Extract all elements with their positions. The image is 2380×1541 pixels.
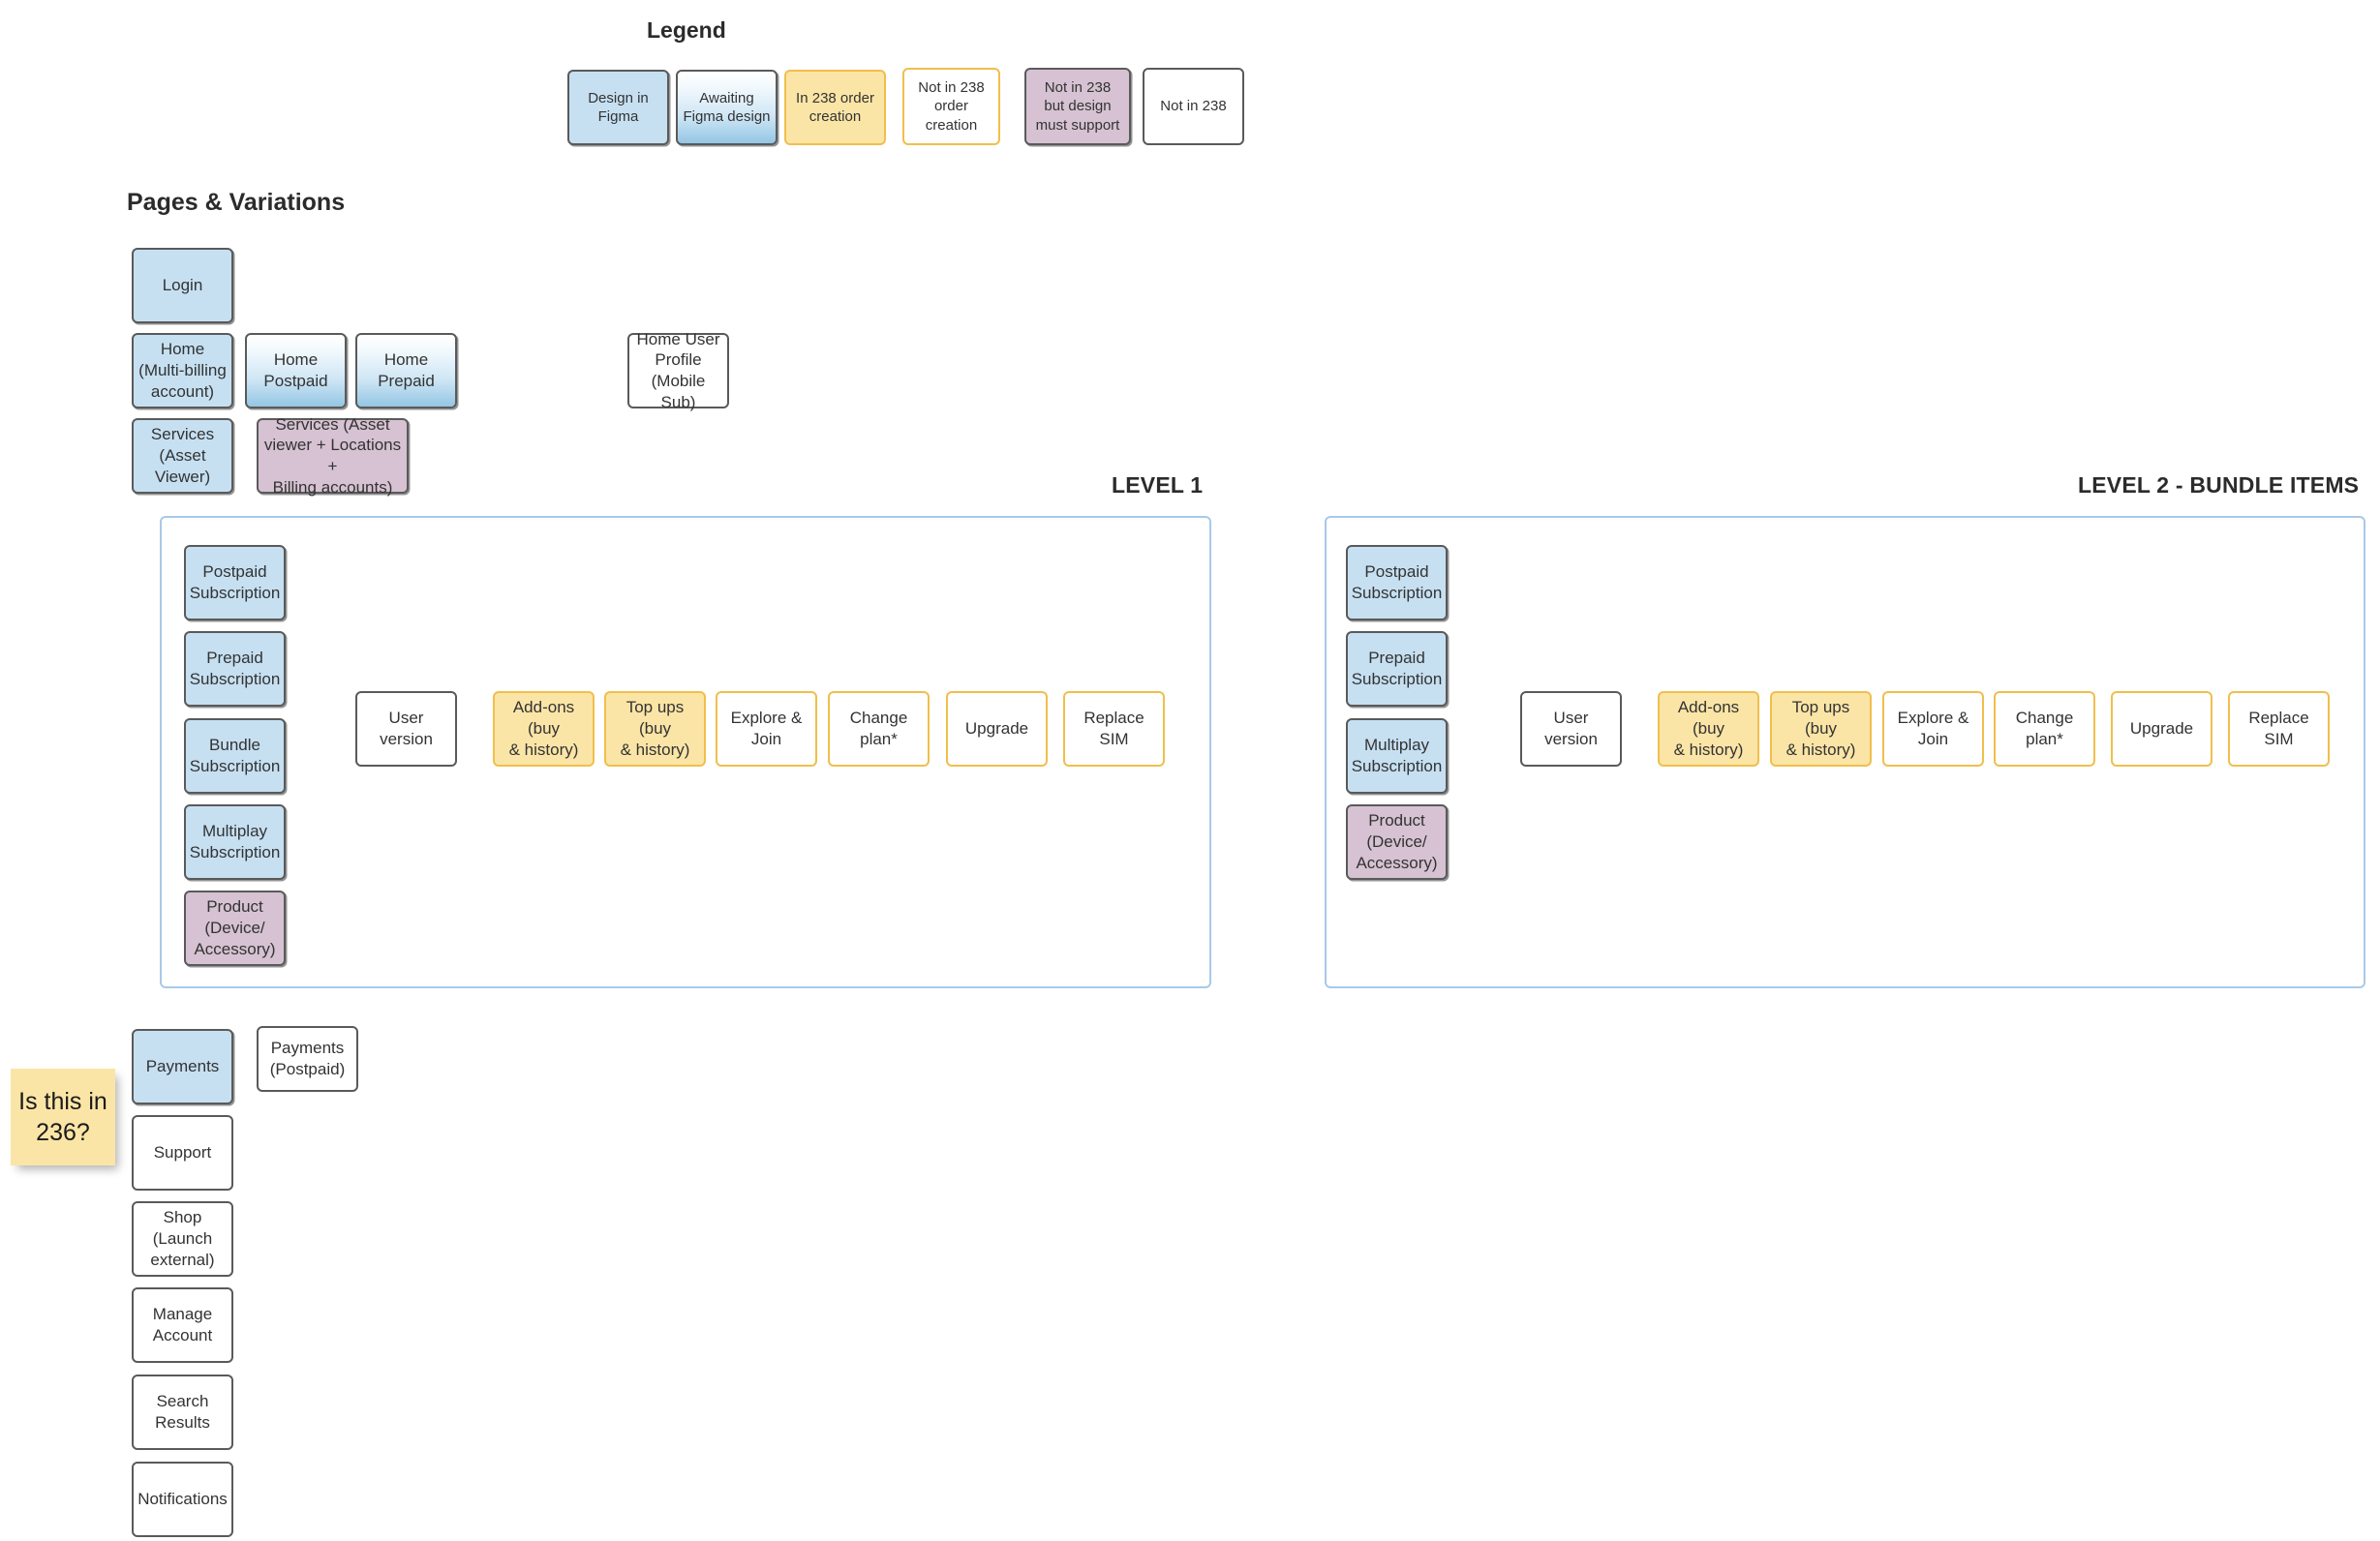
- legend-title: Legend: [647, 17, 726, 43]
- legend-item-not-in-238-but-design-must-support: Not in 238 but design must support: [1024, 68, 1131, 145]
- page-node-home-prepaid[interactable]: Home Prepaid: [355, 333, 457, 408]
- bottom-node-payments[interactable]: Payments: [132, 1029, 233, 1104]
- level1-action-replace-sim[interactable]: Replace SIM: [1063, 691, 1165, 767]
- bottom-node-notifications[interactable]: Notifications: [132, 1462, 233, 1537]
- level-1-container: [160, 516, 1211, 988]
- bottom-node-search-results[interactable]: Search Results: [132, 1375, 233, 1450]
- level1-sub-prepaid-subscription[interactable]: Prepaid Subscription: [184, 631, 286, 707]
- level2-action-add-ons[interactable]: Add-ons (buy & history): [1658, 691, 1759, 767]
- level2-action-change-plan[interactable]: Change plan*: [1994, 691, 2095, 767]
- level2-action-top-ups[interactable]: Top ups (buy & history): [1770, 691, 1872, 767]
- level1-action-top-ups[interactable]: Top ups (buy & history): [604, 691, 706, 767]
- page-node-home-multi-billing[interactable]: Home (Multi-billing account): [132, 333, 233, 408]
- level1-sub-product-device-accessory[interactable]: Product (Device/ Accessory): [184, 891, 286, 966]
- level1-action-upgrade[interactable]: Upgrade: [946, 691, 1048, 767]
- level1-sub-bundle-subscription[interactable]: Bundle Subscription: [184, 718, 286, 794]
- page-node-home-postpaid[interactable]: Home Postpaid: [245, 333, 347, 408]
- level1-sub-multiplay-subscription[interactable]: Multiplay Subscription: [184, 804, 286, 880]
- level2-sub-postpaid-subscription[interactable]: Postpaid Subscription: [1346, 545, 1448, 620]
- page-node-login[interactable]: Login: [132, 248, 233, 323]
- level1-sub-postpaid-subscription[interactable]: Postpaid Subscription: [184, 545, 286, 620]
- level2-sub-product-device-accessory[interactable]: Product (Device/ Accessory): [1346, 804, 1448, 880]
- bottom-node-support[interactable]: Support: [132, 1115, 233, 1191]
- level-1-title: LEVEL 1: [1112, 472, 1204, 498]
- sticky-note[interactable]: Is this in 236?: [11, 1069, 115, 1165]
- bottom-node-manage-account[interactable]: Manage Account: [132, 1287, 233, 1363]
- level1-action-explore-join[interactable]: Explore & Join: [716, 691, 817, 767]
- page-node-home-user-profile[interactable]: Home User Profile (Mobile Sub): [627, 330, 729, 411]
- legend-item-not-in-238: Not in 238: [1143, 68, 1244, 145]
- page-node-services-asset-viewer[interactable]: Services (Asset Viewer): [132, 418, 233, 494]
- bottom-node-payments-postpaid[interactable]: Payments (Postpaid): [257, 1026, 358, 1092]
- bottom-node-shop-launch-external[interactable]: Shop (Launch external): [132, 1201, 233, 1277]
- level2-action-replace-sim[interactable]: Replace SIM: [2228, 691, 2330, 767]
- level1-action-change-plan[interactable]: Change plan*: [828, 691, 930, 767]
- page-node-services-asset-viewer-locations[interactable]: Services (Asset viewer + Locations + Bil…: [257, 415, 409, 497]
- legend-item-in-238-order-creation: In 238 order creation: [784, 70, 886, 145]
- level1-action-add-ons[interactable]: Add-ons (buy & history): [493, 691, 595, 767]
- legend-item-design-in-figma: Design in Figma: [567, 70, 669, 145]
- page-title: Pages & Variations: [127, 189, 346, 216]
- level-2-container: [1325, 516, 2365, 988]
- level1-action-user-version[interactable]: User version: [355, 691, 457, 767]
- level2-action-explore-join[interactable]: Explore & Join: [1882, 691, 1984, 767]
- level2-sub-multiplay-subscription[interactable]: Multiplay Subscription: [1346, 718, 1448, 794]
- legend-item-not-in-238-order-creation: Not in 238 order creation: [902, 68, 1000, 145]
- level2-sub-prepaid-subscription[interactable]: Prepaid Subscription: [1346, 631, 1448, 707]
- legend-item-awaiting-figma-design: Awaiting Figma design: [676, 70, 778, 145]
- level-2-title: LEVEL 2 - BUNDLE ITEMS: [2078, 472, 2360, 498]
- level2-action-user-version[interactable]: User version: [1520, 691, 1622, 767]
- level2-action-upgrade[interactable]: Upgrade: [2111, 691, 2212, 767]
